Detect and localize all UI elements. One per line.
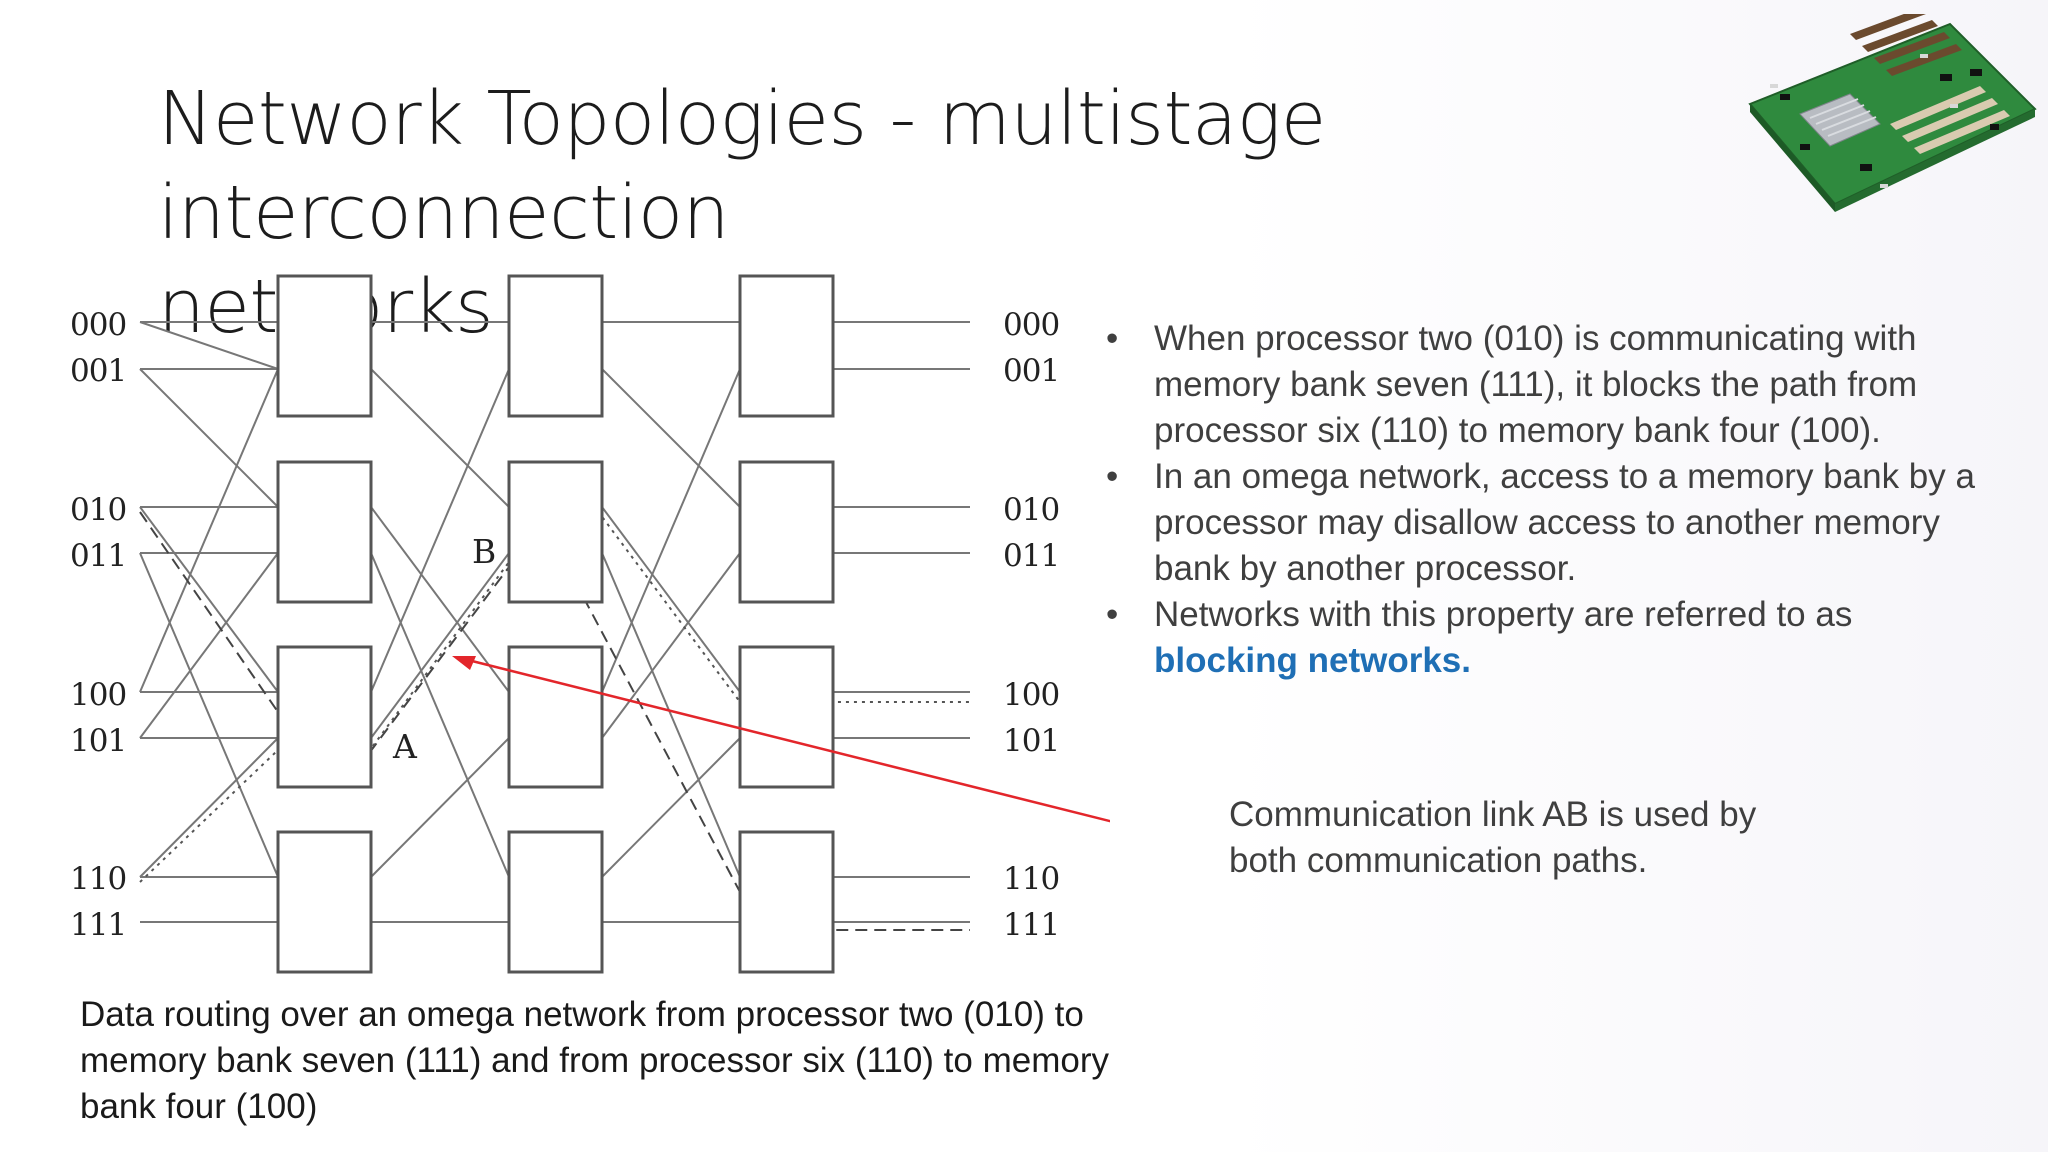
annotation-arrow [452, 656, 1110, 823]
input-label: 011 [70, 538, 126, 574]
input-label: 101 [70, 723, 126, 759]
input-label: 010 [70, 492, 126, 528]
output-label: 110 [1003, 861, 1059, 897]
input-label: 110 [70, 861, 126, 897]
node-a-label: A [392, 727, 418, 766]
input-label: 000 [70, 307, 126, 343]
highlight-term: blocking networks. [1154, 641, 1471, 680]
motherboard-image [1748, 14, 2037, 212]
bullet-item: Networks with this property are referred… [1106, 592, 1988, 684]
output-label: 101 [1003, 723, 1059, 759]
input-label: 001 [70, 353, 126, 389]
output-label: 001 [1003, 353, 1059, 389]
annotation-text: Communication link AB is used by both co… [1229, 795, 1757, 880]
diagram-caption: Data routing over an omega network from … [80, 995, 1109, 1126]
node-b-label: B [472, 532, 496, 571]
omega-network-diagram: 000 001 010 011 100 101 110 111 000 001 … [70, 274, 1110, 974]
bullet-item: When processor two (010) is communicatin… [1106, 316, 1988, 454]
network-links [139, 321, 970, 923]
output-label: 111 [1003, 907, 1059, 943]
output-label: 010 [1003, 492, 1059, 528]
bullet-item: In an omega network, access to a memory … [1106, 454, 1988, 592]
title-line-1: Network Topologies - multistage intercon… [158, 76, 1326, 256]
input-label: 100 [70, 677, 126, 713]
output-label: 100 [1003, 677, 1059, 713]
output-label: 000 [1003, 307, 1059, 343]
input-label: 111 [70, 907, 126, 943]
switch-boxes [276, 274, 835, 974]
bullet-list: When processor two (010) is communicatin… [1106, 316, 1988, 684]
output-label: 011 [1003, 538, 1059, 574]
